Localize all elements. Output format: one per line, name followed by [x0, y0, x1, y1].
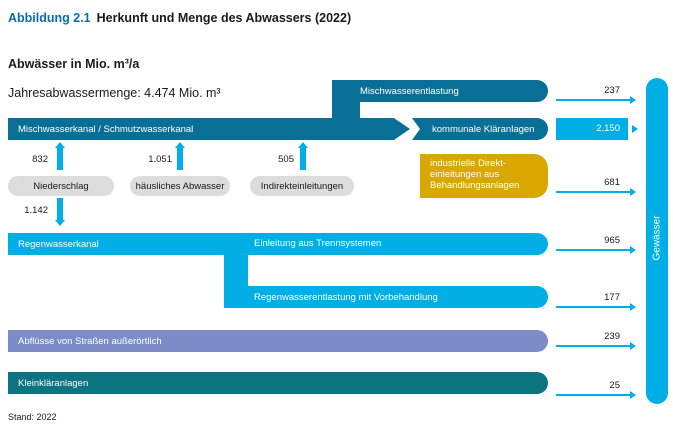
industrielle-line	[556, 191, 630, 193]
indirekt-value: 505	[278, 154, 294, 165]
mischwasserentlastung-arrow	[630, 96, 636, 104]
regenentlastung-label: Regenwasserentlastung mit Vorbehandlung	[254, 291, 438, 303]
regenentlastung-arrow	[630, 303, 636, 311]
regenwasserkanal-label: Regenwasserkanal	[18, 238, 99, 250]
niederschlag-up-value: 832	[32, 154, 48, 165]
trennsystem-value: 965	[604, 235, 620, 246]
niederschlag-down-head	[55, 220, 65, 226]
kommunale-bar: kommunale Kläranlagen	[412, 118, 548, 140]
niederschlag-down-arrow	[57, 198, 63, 220]
figure-title: Herkunft und Menge des Abwassers (2022)	[96, 11, 352, 25]
mischwasserkanal-label: Mischwasserkanal / Schmutzwasserkanal	[18, 123, 194, 135]
indirekt-arrow	[300, 148, 306, 170]
trennsystem-arrow	[630, 246, 636, 254]
gewaesser-label: Gewässer	[651, 215, 663, 261]
niederschlag-up-head	[55, 142, 65, 148]
strassen-line	[556, 345, 630, 347]
stand-note: Stand: 2022	[8, 412, 57, 422]
industrielle-value: 681	[604, 177, 620, 188]
regenentlastung-line	[556, 306, 630, 308]
regenwasserkanal-bar: Regenwasserkanal	[8, 233, 548, 255]
mischwasser-connector	[332, 80, 360, 125]
figure-number: Abbildung 2.1	[8, 11, 91, 25]
kommunale-arrow	[632, 125, 638, 133]
industrielle-line-3: Behandlungsanlagen	[430, 180, 520, 191]
industrielle-arrow	[630, 188, 636, 196]
trennsystem-label: Einleitung aus Trennsystemen	[254, 238, 382, 249]
haeuslich-head	[175, 142, 185, 148]
indirekt-pill: Indirekteinleitungen	[250, 176, 354, 196]
figure-subtitle: Abwässer in Mio. m³/a	[8, 57, 140, 71]
klein-arrow	[630, 391, 636, 399]
haeuslich-arrow	[177, 148, 183, 170]
indirekt-head	[298, 142, 308, 148]
haeuslich-pill: häusliches Abwasser	[130, 176, 230, 196]
mischwasserentlastung-label: Mischwasserentlastung	[360, 85, 459, 97]
mischwasserentlastung-bar: Mischwasserentlastung	[332, 80, 548, 102]
industrielle-box: industrielle Direkt- einleitungen aus Be…	[420, 154, 548, 198]
trennsystem-line	[556, 249, 630, 251]
niederschlag-down-value: 1.142	[24, 205, 48, 216]
kommunale-value: 2.150	[596, 123, 620, 134]
strassen-bar: Abflüsse von Straßen außerörtlich	[8, 330, 548, 352]
regenentlastung-value: 177	[604, 292, 620, 303]
mischwasserentlastung-value: 237	[604, 85, 620, 96]
industrielle-line-1: industrielle Direkt-	[430, 158, 507, 169]
strassen-arrow	[630, 342, 636, 350]
mischwasserkanal-bar: Mischwasserkanal / Schmutzwasserkanal	[8, 118, 410, 140]
klein-bar: Kleinkläranlagen	[8, 372, 548, 394]
klein-label: Kleinkläranlagen	[18, 377, 89, 389]
klein-line	[556, 394, 630, 396]
strassen-label: Abflüsse von Straßen außerörtlich	[18, 335, 162, 347]
figure-heading: Abbildung 2.1 Herkunft und Menge des Abwa…	[8, 11, 351, 25]
mischwasserentlastung-line	[556, 99, 630, 101]
klein-value: 25	[609, 380, 620, 391]
kommunale-label: kommunale Kläranlagen	[432, 123, 535, 135]
regenentlastung-bar: Regenwasserentlastung mit Vorbehandlung	[224, 286, 548, 308]
gewaesser-bar	[646, 78, 668, 404]
total-amount: Jahresabwassermenge: 4.474 Mio. m³	[8, 86, 221, 100]
industrielle-line-2: einleitungen aus	[430, 169, 500, 180]
haeuslich-value: 1.051	[148, 154, 172, 165]
niederschlag-up-arrow	[57, 148, 63, 170]
strassen-value: 239	[604, 331, 620, 342]
niederschlag-pill: Niederschlag	[8, 176, 114, 196]
kommunale-value-box	[556, 118, 628, 140]
